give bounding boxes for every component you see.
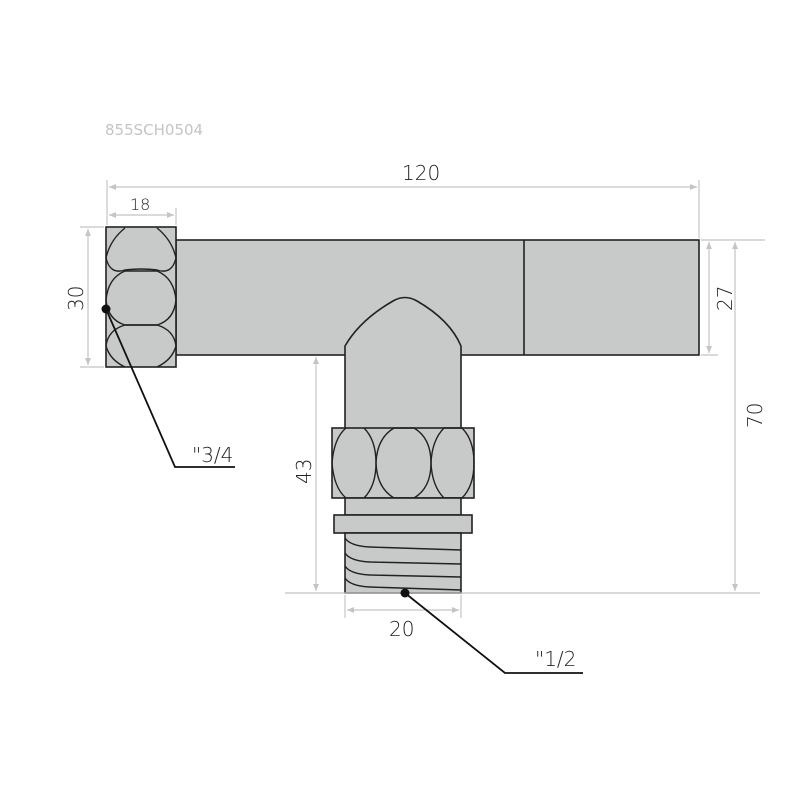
callout-bottom-thread: "1/2 <box>535 647 576 671</box>
leader-bottom-thread <box>400 588 583 674</box>
callout-side-thread: "3/4 <box>192 443 233 467</box>
side-nut <box>105 226 177 368</box>
neck <box>344 497 462 516</box>
dim-branch-height: 43 <box>292 459 316 484</box>
dim-nut-width: 18 <box>130 195 150 214</box>
dim-pipe-height: 27 <box>713 286 737 311</box>
branch-body <box>177 296 522 431</box>
dim-branch-width: 20 <box>389 617 414 641</box>
washer <box>333 514 473 534</box>
leader-side-thread <box>101 304 235 468</box>
dim-nut-height: 30 <box>64 286 88 311</box>
branch-nut <box>331 427 475 499</box>
dimension-lines <box>80 180 765 618</box>
threaded-end <box>344 532 462 594</box>
dim-overall-height: 70 <box>743 403 767 428</box>
product-code: 855SCH0504 <box>105 121 203 139</box>
dim-overall-length: 120 <box>402 161 440 185</box>
